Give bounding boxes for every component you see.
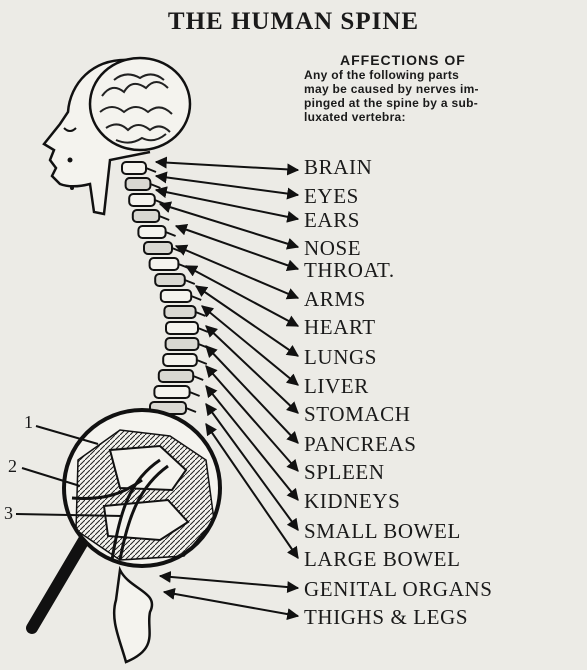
vertebra (154, 386, 189, 398)
subtitle-body: Any of the following parts may be caused… (304, 68, 582, 124)
vertebra-process (193, 376, 203, 380)
diagram-title: THE HUMAN SPINE (0, 8, 587, 36)
head-profile-icon (44, 58, 190, 214)
double-arrow-icon (206, 404, 298, 530)
vertebra-process (186, 408, 196, 412)
subtitle-line: may be caused by nerves im- (304, 82, 582, 96)
double-arrow-icon (156, 176, 298, 195)
vertebra-process (146, 168, 156, 172)
vertebra-process (191, 296, 201, 300)
organ-label-heart: HEART (304, 316, 376, 338)
vertebra-process (155, 200, 165, 204)
vertebra (129, 194, 155, 206)
double-arrow-icon (196, 286, 298, 356)
subtitle-line: Any of the following parts (304, 68, 582, 82)
organ-label-thighs-legs: THIGHS & LEGS (304, 606, 468, 628)
vertebra-process (198, 328, 208, 332)
organ-label-pancreas: PANCREAS (304, 433, 417, 455)
organ-label-kidneys: KIDNEYS (304, 490, 400, 512)
callout-number: 3 (4, 503, 13, 524)
vertebra (144, 242, 172, 254)
double-arrow-icon (206, 366, 298, 471)
organ-label-large-bowel: LARGE BOWEL (304, 548, 461, 570)
vertebra-process (159, 216, 169, 220)
organ-label-nose: NOSE (304, 237, 361, 259)
organ-label-stomach: STOMACH (304, 403, 411, 425)
subtitle-line: pinged at the spine by a sub- (304, 96, 582, 110)
vertebra (163, 354, 197, 366)
vertebra (155, 274, 185, 286)
organ-label-arms: ARMS (304, 288, 366, 310)
double-arrow-icon (160, 204, 298, 247)
double-arrow-icon (156, 190, 298, 219)
organ-label-throat: THROAT. (304, 259, 395, 281)
vertebra (166, 338, 199, 350)
vertebra-process (166, 232, 176, 236)
vertebra-process (190, 392, 200, 396)
organ-label-eyes: EYES (304, 185, 359, 207)
organ-label-liver: LIVER (304, 375, 369, 397)
double-arrow-icon (160, 576, 298, 588)
organ-label-brain: BRAIN (304, 156, 372, 178)
organ-label-genital-organs: GENITAL ORGANS (304, 578, 493, 600)
vertebra (166, 322, 198, 334)
vertebra-process (150, 184, 160, 188)
double-arrow-icon (206, 326, 298, 413)
vertebra (138, 226, 165, 238)
callout-number: 2 (8, 456, 17, 477)
double-arrow-icon (156, 162, 298, 170)
vertebra (133, 210, 159, 222)
organ-label-small-bowel: SMALL BOWEL (304, 520, 461, 542)
double-arrow-icon (176, 226, 298, 269)
double-arrow-icon (206, 346, 298, 443)
vertebra (161, 290, 191, 302)
subtitle-heading: AFFECTIONS OF (340, 52, 570, 68)
vertebra (122, 162, 146, 174)
vertebra (126, 178, 151, 190)
vertebra (150, 258, 179, 270)
vertebra (164, 306, 195, 318)
vertebra-process (185, 280, 195, 284)
vertebra (159, 370, 193, 382)
vertebra-process (197, 360, 207, 364)
vertebra-process (196, 312, 206, 316)
organ-label-spleen: SPLEEN (304, 461, 385, 483)
sacrum (114, 570, 152, 662)
callout-number: 1 (24, 412, 33, 433)
double-arrow-icon (176, 246, 298, 298)
subtitle-line: luxated vertebra: (304, 110, 582, 124)
organ-label-lungs: LUNGS (304, 346, 377, 368)
double-arrow-icon (164, 592, 298, 616)
organ-label-ears: EARS (304, 209, 360, 231)
